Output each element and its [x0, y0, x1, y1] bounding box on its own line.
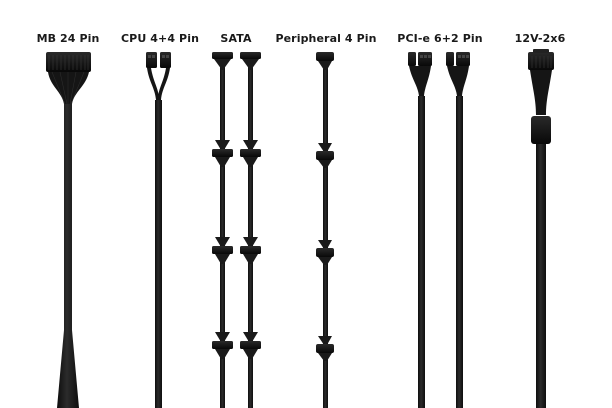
- cpu-sleeve: [155, 100, 162, 408]
- cpu-4-4-pin-cable: [146, 52, 171, 408]
- label-pcie-6-2-pin: PCI-e 6+2 Pin: [397, 32, 483, 45]
- mb-24-pin-sleeve: [57, 104, 79, 408]
- sata-cable: [212, 52, 261, 408]
- mb-24-pin-cable: [46, 52, 91, 408]
- label-peripheral-4-pin: Peripheral 4 Pin: [275, 32, 377, 45]
- 12v-2x6-ferrule: [531, 116, 551, 144]
- sata-connectors: [212, 52, 261, 359]
- cpu-connector-left: [146, 52, 157, 68]
- cpu-connector-right: [160, 52, 171, 68]
- 12v-2x6-connector: [528, 52, 554, 70]
- peripheral-4-pin-cable: [316, 52, 334, 408]
- label-cpu-4-4-pin: CPU 4+4 Pin: [120, 32, 200, 45]
- 12v-2x6-cable: [528, 49, 554, 408]
- label-mb-24-pin: MB 24 Pin: [36, 32, 100, 45]
- pcie-6-2-pin-cable: [408, 52, 470, 408]
- label-12v-2x6: 12V-2x6: [514, 32, 566, 45]
- label-sata: SATA: [220, 32, 252, 45]
